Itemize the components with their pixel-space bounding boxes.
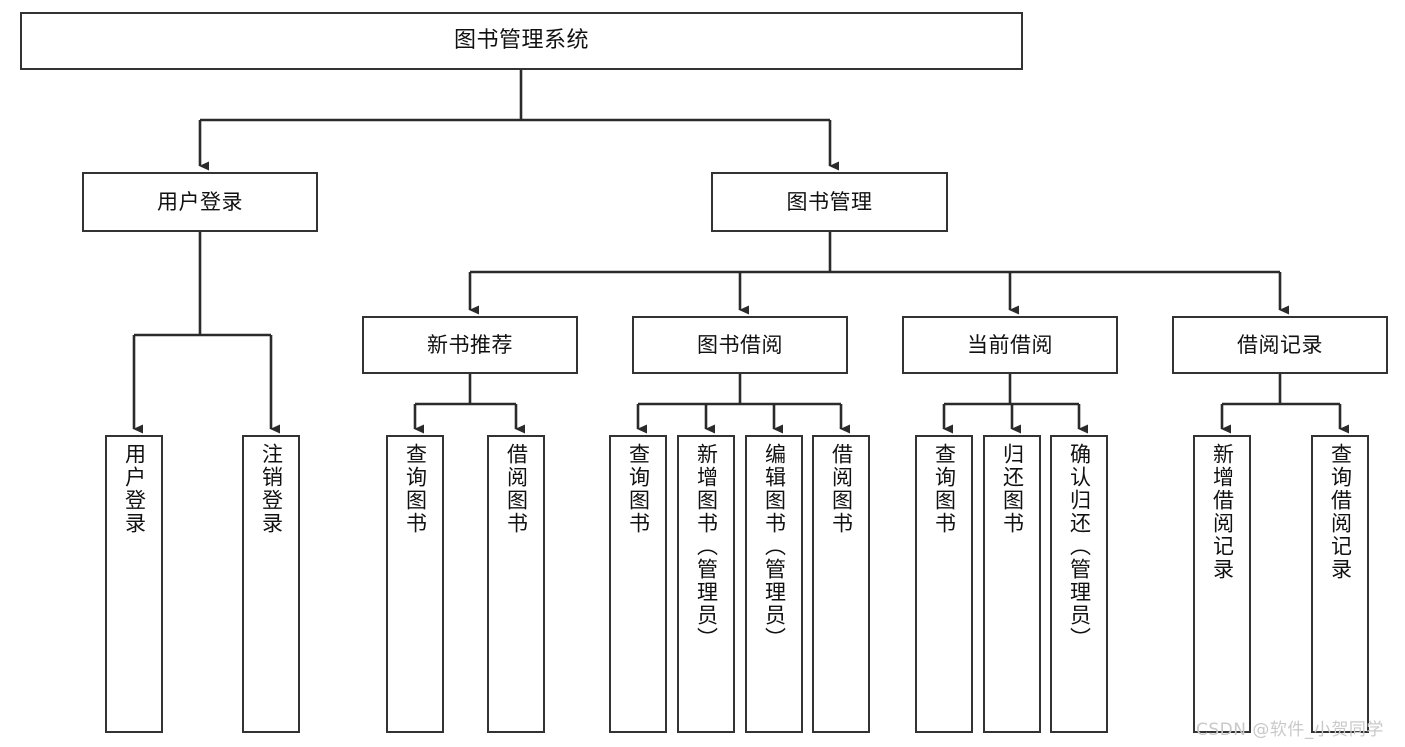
node-label-leaf-cb-confirm: 确认归还（管理员）	[1067, 443, 1092, 650]
node-leaf-bb-edit[interactable]: 编辑图书（管理员）	[745, 435, 803, 733]
node-book-manage[interactable]: 图书管理	[711, 172, 948, 232]
node-leaf-br-add[interactable]: 新增借阅记录	[1193, 435, 1251, 733]
node-label-leaf-bb-add: 新增图书（管理员）	[694, 443, 719, 650]
node-label-borrow-record: 借阅记录	[1237, 332, 1323, 357]
node-label-leaf-bb-query: 查询图书	[626, 443, 651, 535]
node-label-leaf-cb-return: 归还图书	[1000, 443, 1025, 535]
node-label-leaf-user-logout: 注销登录	[259, 443, 284, 535]
node-leaf-br-query[interactable]: 查询借阅记录	[1311, 435, 1369, 733]
node-label-leaf-rec-borrow: 借阅图书	[504, 443, 529, 535]
node-label-current-borrow: 当前借阅	[967, 332, 1053, 357]
node-root[interactable]: 图书管理系统	[20, 12, 1023, 70]
node-label-root: 图书管理系统	[453, 28, 589, 54]
node-label-leaf-rec-query: 查询图书	[403, 443, 428, 535]
node-current-borrow[interactable]: 当前借阅	[902, 316, 1118, 374]
node-leaf-user-logout[interactable]: 注销登录	[242, 435, 300, 733]
node-label-leaf-br-query: 查询借阅记录	[1328, 443, 1353, 581]
node-leaf-rec-query[interactable]: 查询图书	[386, 435, 444, 733]
node-leaf-cb-query[interactable]: 查询图书	[915, 435, 973, 733]
node-label-leaf-br-add: 新增借阅记录	[1210, 443, 1235, 581]
node-label-leaf-bb-borrow: 借阅图书	[829, 443, 854, 535]
node-label-new-book-rec: 新书推荐	[427, 332, 513, 357]
node-borrow-record[interactable]: 借阅记录	[1172, 316, 1388, 374]
node-leaf-user-login[interactable]: 用户登录	[105, 435, 163, 733]
node-label-leaf-cb-query: 查询图书	[932, 443, 957, 535]
node-label-leaf-bb-edit: 编辑图书（管理员）	[762, 443, 787, 650]
node-leaf-bb-add[interactable]: 新增图书（管理员）	[677, 435, 735, 733]
node-label-book-manage: 图书管理	[786, 189, 873, 214]
node-leaf-bb-query[interactable]: 查询图书	[609, 435, 667, 733]
node-leaf-cb-return[interactable]: 归还图书	[983, 435, 1041, 733]
node-leaf-bb-borrow[interactable]: 借阅图书	[812, 435, 870, 733]
node-user-login[interactable]: 用户登录	[82, 172, 318, 232]
node-new-book-rec[interactable]: 新书推荐	[362, 316, 578, 374]
node-label-book-borrow: 图书借阅	[697, 332, 783, 357]
node-leaf-cb-confirm[interactable]: 确认归还（管理员）	[1050, 435, 1108, 733]
node-label-user-login: 用户登录	[157, 189, 243, 214]
node-book-borrow[interactable]: 图书借阅	[632, 316, 848, 374]
node-label-leaf-user-login: 用户登录	[122, 443, 147, 535]
csdn-watermark: CSDN @软件_小贺同学	[1196, 720, 1384, 740]
node-leaf-rec-borrow[interactable]: 借阅图书	[487, 435, 545, 733]
